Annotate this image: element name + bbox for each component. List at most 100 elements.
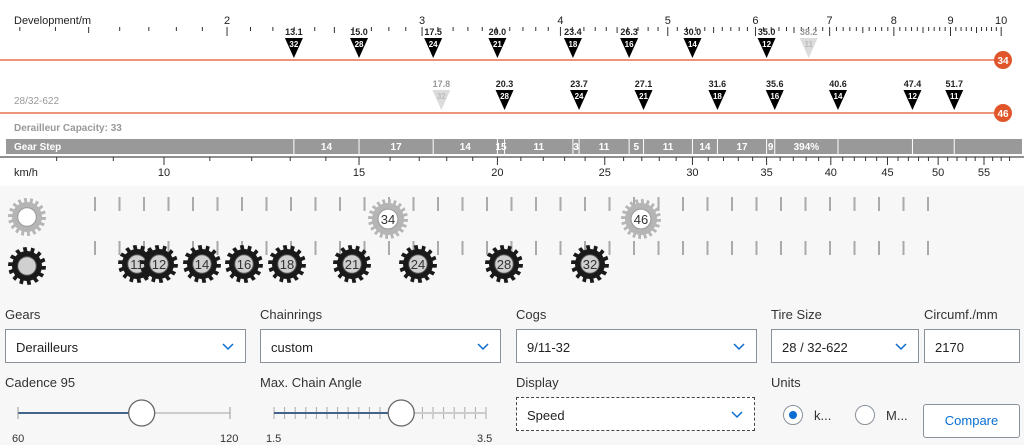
chain-angle-min-label: 1.5 (266, 433, 282, 445)
cog-icon-hub (342, 254, 362, 274)
gear-marker (424, 38, 443, 58)
cog-icon: 21 (333, 245, 371, 283)
gear-marker-cog-label: 11 (804, 40, 813, 49)
top-axis-tick-label: 5 (665, 15, 671, 27)
cog-icon-hub (580, 254, 600, 274)
cog-icon: 32 (571, 245, 609, 283)
gear-marker-cog-label: 18 (713, 92, 722, 101)
chain-angle-slider-handle[interactable] (387, 399, 415, 427)
cadence-label: Cadence 95 (5, 375, 76, 390)
gear-marker-cog-label: 28 (500, 92, 509, 101)
top-axis-label: Development/m (14, 15, 91, 27)
gear-marker (570, 90, 589, 110)
chainring-46-badge (994, 104, 1012, 122)
gear-marker (708, 90, 727, 110)
gear-marker-speed-label: 23.7 (570, 79, 588, 89)
derailleur-capacity: Derailleur Capacity: 33 (14, 123, 122, 134)
gear-marker (765, 90, 784, 110)
gears-label: Gears (5, 307, 41, 322)
chainring-icon: 46 (621, 199, 661, 239)
gear-marker (488, 38, 507, 58)
compare-button[interactable]: Compare (923, 404, 1020, 438)
gear-marker (563, 38, 582, 58)
cadence-slider-handle[interactable] (128, 399, 156, 427)
chevron-down-icon (222, 343, 234, 351)
cog-icon-label: 28 (497, 257, 511, 272)
gear-step-bar (6, 139, 1022, 154)
bottom-axis-tick-label: 50 (932, 167, 944, 179)
bottom-axis-ticks (56, 157, 1011, 165)
top-axis-tick-label: 7 (827, 15, 833, 27)
cogs-select[interactable]: 9/11-32 (516, 329, 757, 363)
gear-marker-cog-label: 32 (289, 40, 298, 49)
top-axis-tick-label: 3 (419, 15, 425, 27)
gear-step-value: 11 (599, 142, 610, 153)
chainring-reference-icon-hub (17, 207, 37, 227)
cog-icon-hub (494, 254, 514, 274)
gear-marker-speed-label: 17.8 (433, 79, 451, 89)
units-label: Units (771, 375, 801, 390)
cog-icon-label: 18 (280, 257, 294, 272)
bottom-axis-label: km/h (14, 167, 38, 179)
gear-marker (903, 90, 922, 110)
gear-marker-speed-label: 40.6 (829, 79, 847, 89)
top-axis-ticks (19, 27, 1002, 36)
bottom-axis-tick-label: 15 (353, 167, 365, 179)
gear-marker-cog-label: 21 (639, 92, 648, 101)
bottom-axis-tick-label: 10 (158, 167, 170, 179)
gear-shift-ticks (94, 197, 929, 255)
cadence-slider[interactable] (10, 398, 240, 428)
gear-marker-cog-label: 24 (575, 92, 584, 101)
gear-marker (828, 90, 847, 110)
cadence-min-label: 60 (12, 433, 25, 445)
cog-icon: 12 (140, 245, 178, 283)
chainring-46-badge-label: 46 (997, 109, 1009, 120)
gear-marker-speed-label: 26.3 (620, 27, 638, 37)
gear-marker-cog-label: 21 (493, 40, 502, 49)
tire-size-select[interactable]: 28 / 32-622 (771, 329, 919, 363)
bottom-axis-tick-label: 35 (760, 167, 772, 179)
gear-marker-speed-label: 51.7 (945, 79, 963, 89)
chain-angle-slider[interactable] (266, 398, 496, 428)
units-radio-kilometers-label: k... (814, 408, 832, 423)
cog-icon-label: 14 (195, 257, 209, 272)
gear-step-value: 17 (736, 142, 748, 153)
gear-step-value: 17 (391, 142, 403, 153)
cog-icon-label: 24 (411, 257, 425, 272)
gears-select[interactable]: Derailleurs (5, 329, 246, 363)
units-radio-kilometers[interactable] (783, 405, 803, 425)
gear-marker-speed-label: 35.6 (766, 79, 784, 89)
gear-step-value: 11 (663, 142, 674, 153)
gear-marker-cog-label: 32 (437, 92, 446, 101)
top-axis-tick-label: 4 (557, 15, 563, 27)
gear-marker-cog-label: 12 (762, 40, 771, 49)
gear-marker (683, 38, 702, 58)
bottom-axis-tick-label: 30 (686, 167, 698, 179)
gear-marker (284, 38, 303, 58)
units-radio-miles[interactable] (855, 405, 875, 425)
chainrings-select[interactable]: custom (260, 329, 501, 363)
top-axis-tick-label: 10 (995, 15, 1007, 27)
bottom-axis-tick-label: 25 (599, 167, 611, 179)
cog-icon-hub (277, 254, 297, 274)
cog-icon: 18 (268, 245, 306, 283)
gear-marker-speed-label: 17.5 (424, 27, 442, 37)
tire-label: 28/32-622 (14, 96, 59, 107)
gear-marker (432, 90, 451, 110)
cog-icon: 24 (399, 245, 437, 283)
chevron-down-icon (731, 411, 743, 419)
chevron-down-icon (477, 343, 489, 351)
units-radio-miles-label: M... (886, 408, 908, 423)
chainring-34-badge-label: 34 (997, 56, 1009, 67)
gear-marker (634, 90, 653, 110)
gear-marker-speed-label: 31.6 (709, 79, 727, 89)
top-axis-tick-label: 8 (891, 15, 897, 27)
circumference-label: Circumf./mm (924, 307, 998, 322)
gear-marker (757, 38, 776, 58)
cogs-select-value: 9/11-32 (527, 340, 571, 355)
gear-marker-cog-label: 28 (355, 40, 364, 49)
circumference-input[interactable]: 2170 (924, 329, 1020, 363)
cog-icon-label: 12 (152, 257, 166, 272)
gear-marker-speed-label: 47.4 (904, 79, 922, 89)
display-select[interactable]: Speed (516, 397, 755, 431)
